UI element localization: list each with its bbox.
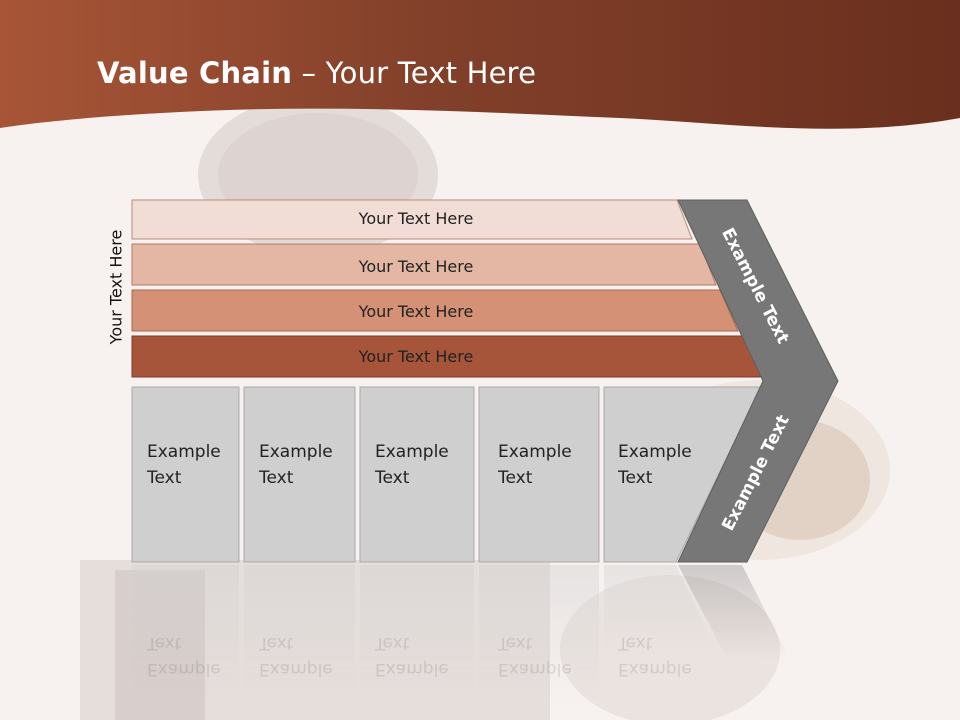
bar-label-1: Your Text Here (358, 209, 474, 228)
box-shape-2 (243, 386, 356, 563)
bar-label-2: Your Text Here (358, 257, 474, 276)
box-shape-4 (478, 386, 600, 563)
reflection (132, 565, 790, 705)
slide-title-rest: – Your Text Here (292, 56, 537, 90)
slide-title-bold: Value Chain (97, 56, 293, 90)
box-shape-3 (359, 386, 475, 563)
box-reflection-2: Example Text (259, 633, 333, 679)
bar-shape-2 (131, 243, 717, 286)
chevron-shape (677, 199, 839, 563)
box-label-2: Example Text (259, 442, 333, 488)
bar-shape-3 (131, 289, 739, 332)
box-reflection-3: Example Text (375, 633, 449, 679)
box-reflection-4: Example Text (498, 633, 572, 679)
side-label: Your Text Here (106, 229, 126, 345)
title-banner (0, 0, 960, 129)
box-reflection-1: Example Text (147, 633, 221, 679)
box-label-5: Example Text (618, 442, 692, 488)
box-reflection-5: Example Text (618, 633, 692, 679)
bar-label-3: Your Text Here (358, 302, 474, 321)
box-shape-1 (131, 386, 240, 563)
slide-title: Value Chain – Your Text Here (97, 56, 536, 90)
box-label-3: Example Text (375, 442, 449, 488)
bar-label-4: Your Text Here (358, 347, 474, 366)
box-shape-5 (603, 386, 762, 563)
box-label-4: Example Text (498, 442, 572, 488)
box-label-1: Example Text (147, 442, 221, 488)
bar-shape-1 (131, 199, 693, 240)
